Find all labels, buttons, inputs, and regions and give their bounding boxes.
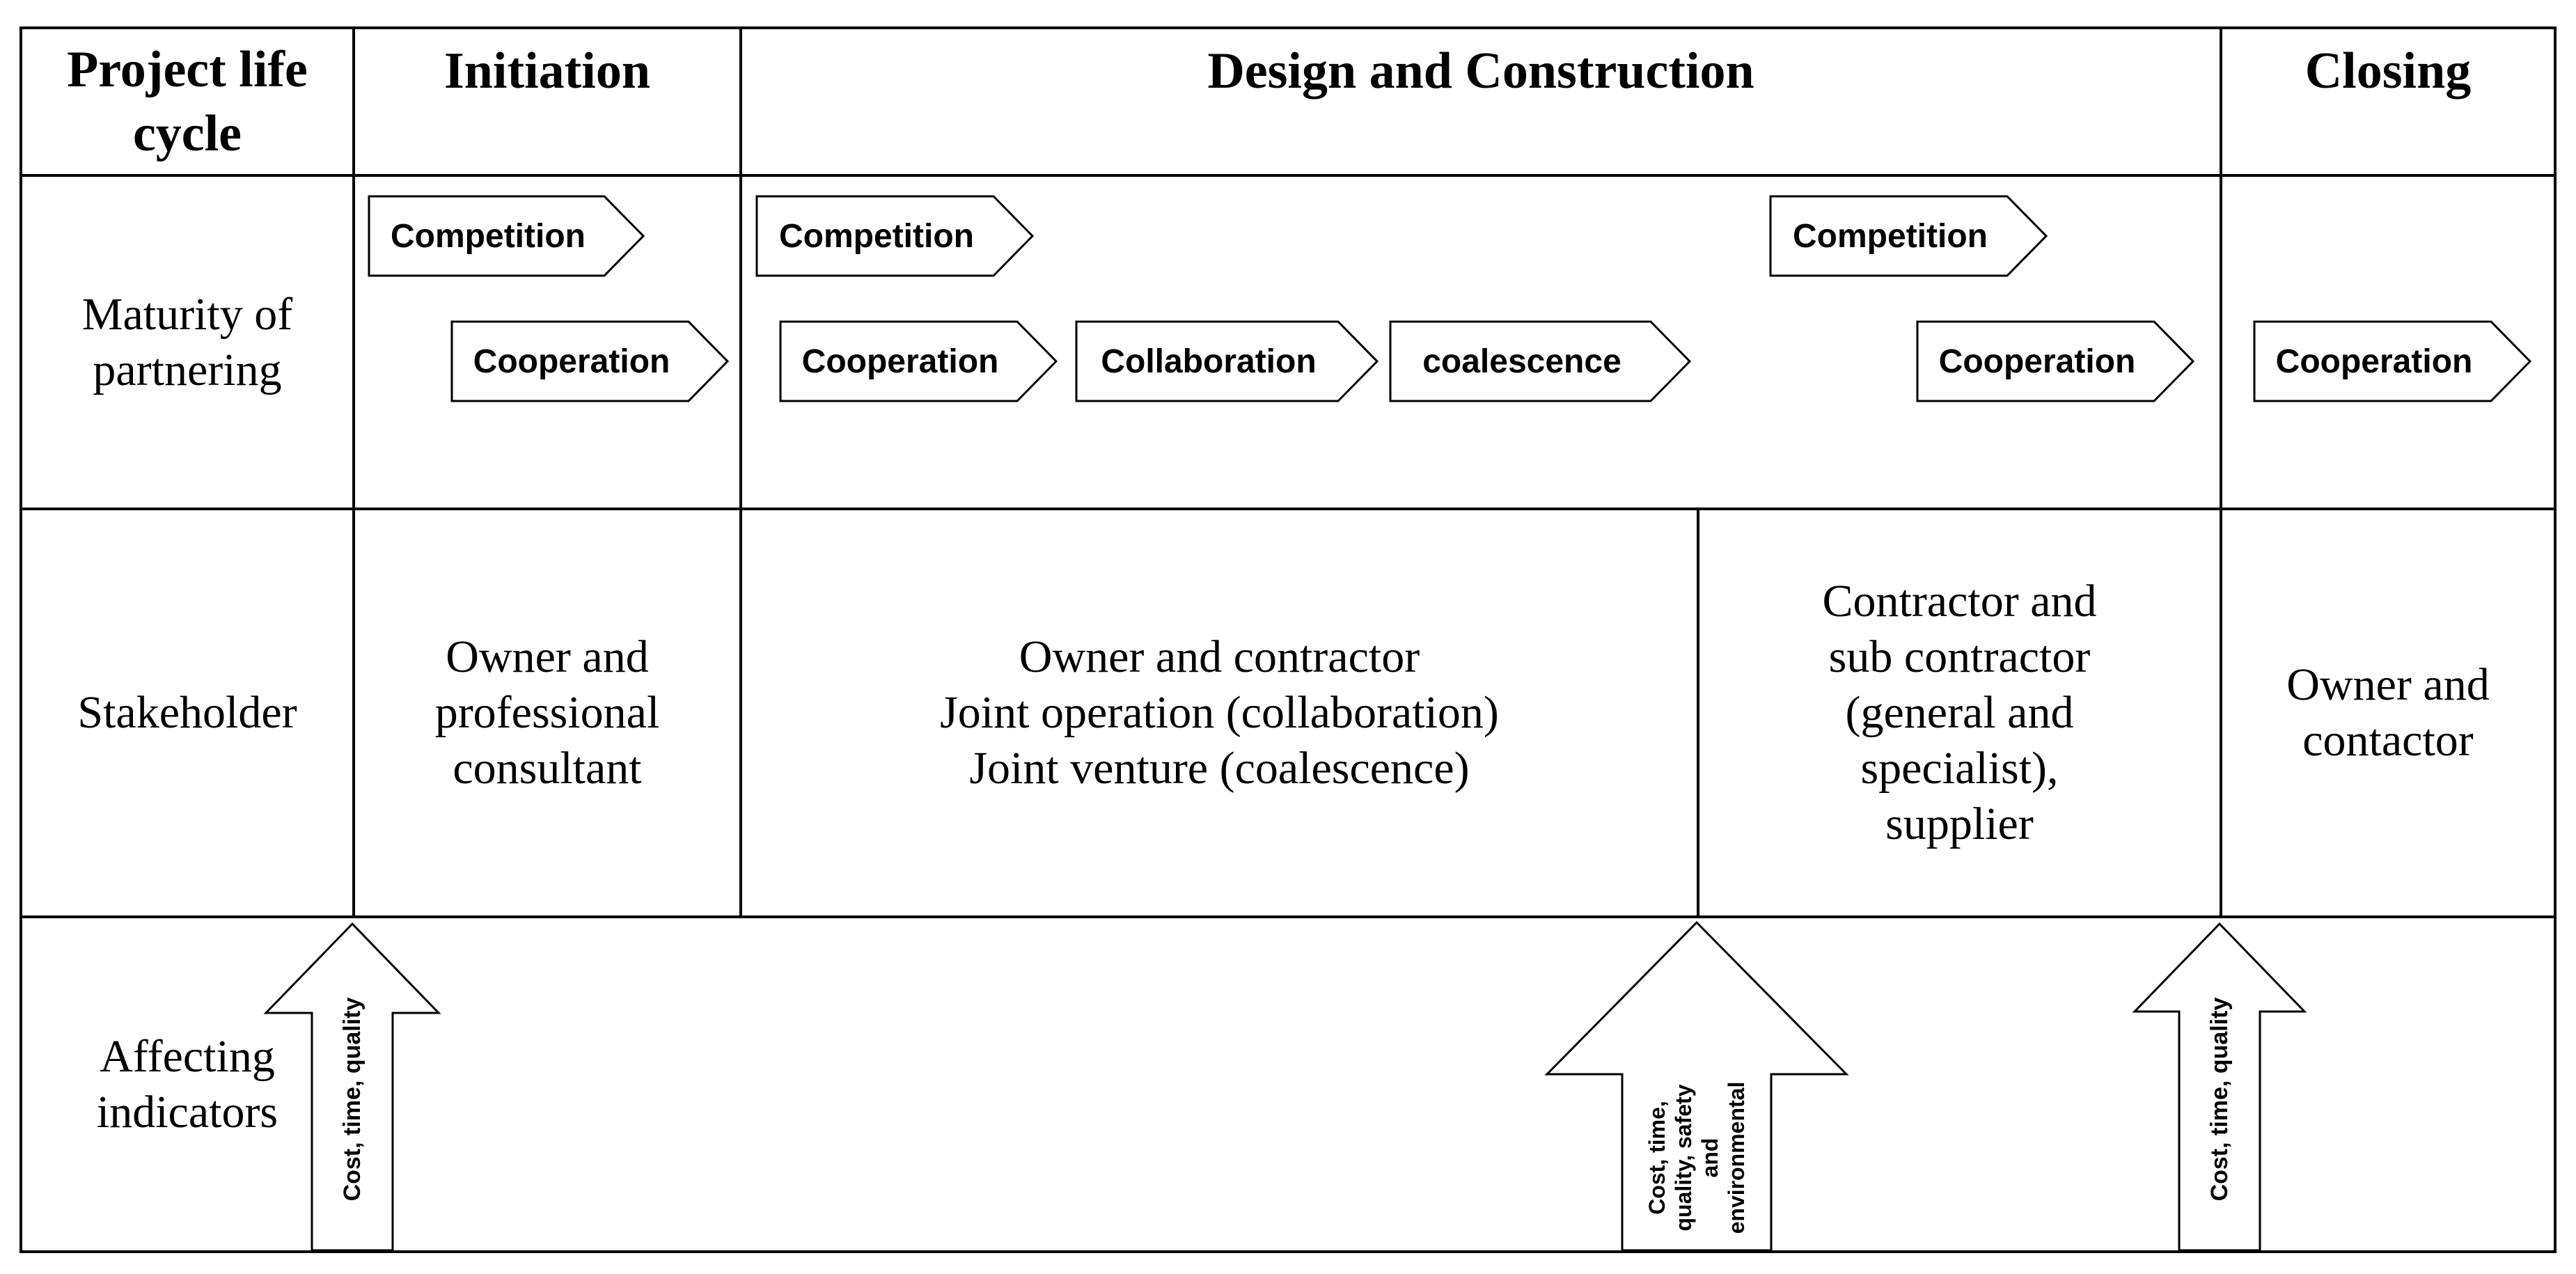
- header-initiation: Initiation: [443, 42, 651, 100]
- indicator-label-construction: Cost, time, quality, safety and environm…: [1644, 1081, 1749, 1234]
- grid-line-col2: [739, 26, 742, 918]
- row-label-affecting: Affecting indicators: [96, 1030, 278, 1138]
- header-project-life-cycle: Project life cycle: [67, 41, 308, 162]
- tag-label: coalescence: [1422, 343, 1621, 380]
- stakeholder-late-design: Contractor and sub contractor (general a…: [1822, 576, 2097, 849]
- header-design-construction: Design and Construction: [1207, 42, 1754, 100]
- tag-label: Cooperation: [1938, 343, 2136, 380]
- tag-label: Collaboration: [1101, 343, 1317, 380]
- tag-label: Cooperation: [2275, 343, 2473, 380]
- indicator-arrow-construction: Cost, time, quality, safety and environm…: [1544, 920, 1849, 1252]
- row-label-stakeholder: Stakeholder: [77, 687, 297, 738]
- grid-bottom-border: [19, 1250, 2557, 1253]
- grid-line-col1: [352, 26, 355, 918]
- stakeholder-closing: Owner and contactor: [2286, 659, 2490, 766]
- tag-closing-cooperation: Cooperation: [2253, 320, 2532, 402]
- tag-label: Cooperation: [473, 343, 670, 380]
- indicator-label-closing: Cost, time, quality: [2206, 997, 2233, 1202]
- grid-line-col3: [1697, 508, 1699, 918]
- stakeholder-design: Owner and contractor Joint operation (co…: [940, 631, 1499, 794]
- indicator-arrow-closing: Cost, time, quality: [2132, 922, 2307, 1252]
- grid-right-border: [2554, 26, 2557, 1253]
- tag-initiation-cooperation: Cooperation: [450, 320, 730, 402]
- tag-design-coalescence: coalescence: [1389, 320, 1692, 402]
- tag-design-competition: Competition: [755, 195, 1035, 277]
- tag-late-competition: Competition: [1769, 195, 2048, 277]
- header-closing: Closing: [2304, 42, 2472, 100]
- tag-label: Cooperation: [801, 343, 999, 380]
- grid-line-header: [19, 174, 2557, 177]
- row-label-maturity: Maturity of partnering: [81, 288, 293, 395]
- tag-label: Competition: [391, 217, 586, 255]
- tag-design-collaboration: Collaboration: [1075, 320, 1379, 402]
- grid-top-border: [19, 26, 2557, 29]
- tag-label: Competition: [779, 217, 974, 255]
- grid-line-maturity: [19, 508, 2557, 510]
- tag-initiation-competition: Competition: [368, 195, 645, 277]
- tag-late-cooperation: Cooperation: [1916, 320, 2195, 402]
- grid-line-stakeholder: [19, 915, 2557, 918]
- tag-label: Competition: [1793, 217, 1988, 255]
- indicator-label-initiation: Cost, time, quality: [339, 997, 366, 1202]
- indicator-arrow-initiation: Cost, time, quality: [263, 922, 441, 1252]
- stakeholder-initiation: Owner and professional consultant: [434, 631, 660, 794]
- grid-left-border: [19, 26, 22, 1253]
- tag-design-cooperation: Cooperation: [779, 320, 1058, 402]
- grid-line-col4: [2220, 26, 2222, 918]
